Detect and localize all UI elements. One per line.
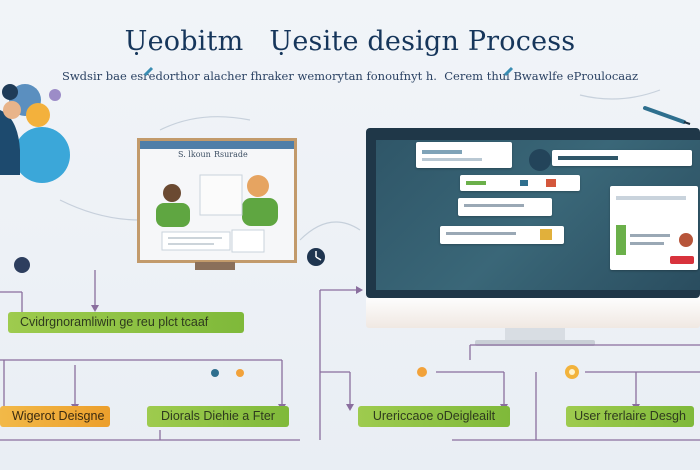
tablet-label-left: S. lkoun <box>178 150 211 159</box>
tablet-toolbar <box>140 141 294 149</box>
monitor-stand <box>505 328 565 340</box>
subtitle-left: Swdsir bae esredorthor alacher fhraker w… <box>61 69 437 83</box>
flow-step-top: Cvidrgnoramliwin ge reu plct tcaaf <box>8 312 244 333</box>
monitor-base <box>475 340 595 346</box>
subtitle-right: Cerem thul Bwawlfe eProulocaaz <box>444 69 639 83</box>
page-title: Ụeobitm Ụesite design Process <box>0 26 700 57</box>
flow-step-4: User frerlaire Desgh <box>566 406 694 427</box>
pen-icon <box>643 106 691 125</box>
screen-card <box>552 150 692 166</box>
page-subtitle: Swdsir bae esredorthor alacher fhraker w… <box>0 69 700 83</box>
flow-step-2: Diorals Diehie a Fter <box>147 406 289 427</box>
screen-card <box>416 142 512 168</box>
title-right: Ụesite design Process <box>269 26 576 57</box>
person-illustration-icon <box>0 84 70 183</box>
title-left: Ụeobitm <box>124 26 244 57</box>
tablet-label-right: Rsurade <box>214 150 248 159</box>
flow-step-3: Urericcaoe oDeigleailt <box>358 406 510 427</box>
monitor-chin <box>366 298 700 328</box>
node-icon <box>14 257 30 273</box>
flow-step-1: Wigerot Deisgne <box>0 406 110 427</box>
